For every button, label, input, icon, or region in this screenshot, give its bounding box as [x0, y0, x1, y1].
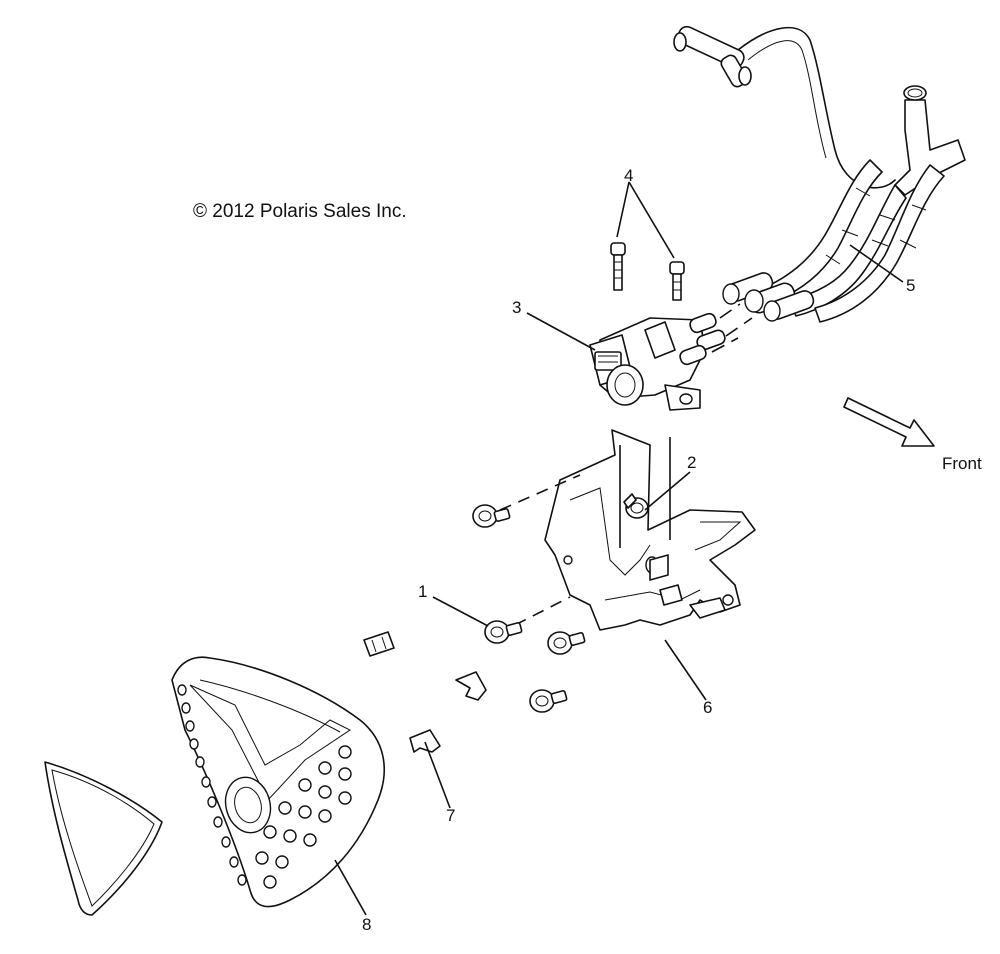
bolt-lower: [529, 689, 568, 713]
copyright-text: © 2012 Polaris Sales Inc.: [193, 201, 407, 222]
mounting-bracket: [544, 429, 756, 631]
callout-6: 6: [703, 698, 712, 717]
screw-left: [610, 242, 626, 291]
lens: [44, 761, 163, 916]
callout-2: 2: [687, 453, 696, 472]
front-direction-arrow: [843, 397, 935, 447]
screw-right: [669, 261, 685, 301]
bolt-middle-right: [547, 631, 586, 655]
callout-3: 3: [512, 298, 521, 317]
clip-middle: [455, 671, 487, 701]
bolt-upper: [472, 474, 581, 528]
front-label: Front: [942, 454, 982, 473]
clip-7: [409, 729, 441, 753]
callout-5: 5: [906, 276, 915, 295]
bolt-1: [484, 596, 571, 644]
clip-upper: [363, 631, 395, 657]
bezel-holes-left: [177, 684, 247, 886]
callout-8: 8: [362, 915, 371, 934]
leader-lines: [334, 181, 904, 916]
hose-assembly: [673, 25, 966, 323]
callout-4: 4: [624, 166, 633, 185]
solenoid-valve: [589, 312, 726, 411]
callout-1: 1: [418, 582, 427, 601]
callout-7: 7: [446, 806, 455, 825]
alignment-lines: [711, 303, 753, 353]
trim-bezel: [171, 656, 385, 908]
bezel-holes-right: [255, 745, 352, 889]
